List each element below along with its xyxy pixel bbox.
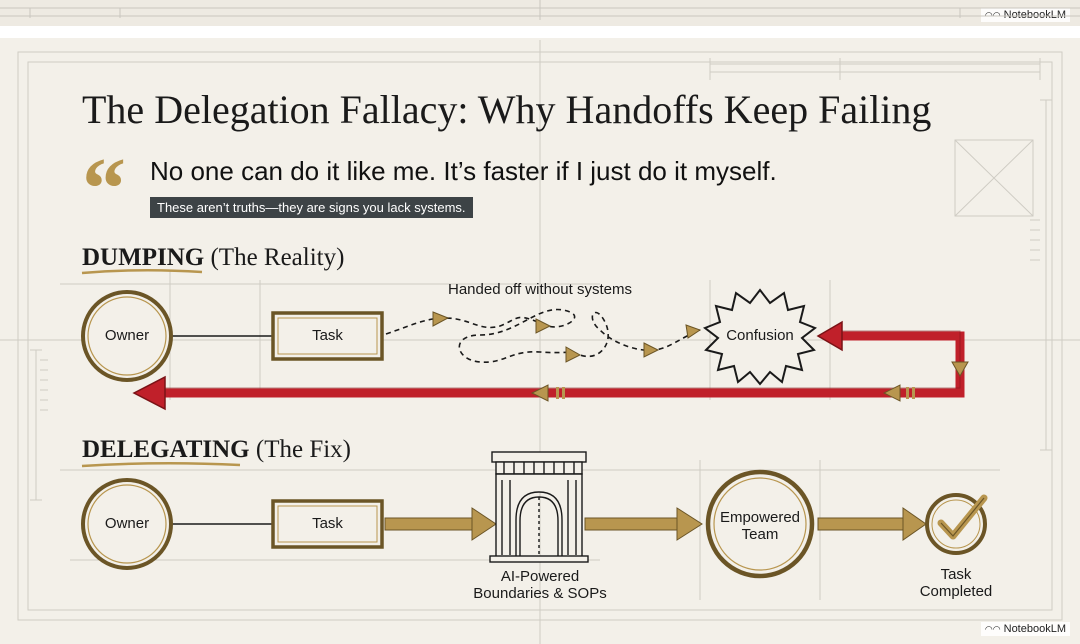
handoff-arrowhead-1	[432, 311, 450, 327]
archway-icon	[489, 451, 589, 563]
check-circle-icon	[925, 493, 988, 555]
badge-label: NotebookLM	[1003, 623, 1066, 635]
boundaries-line-2: Boundaries & SOPs	[473, 585, 607, 602]
boundaries-label: AI-Powered Boundaries & SOPs	[460, 568, 620, 602]
dump-owner-label: Owner	[104, 327, 150, 344]
team-line-2: Team	[741, 526, 779, 543]
slide-title: The Delegation Fallacy: Why Handoffs Kee…	[82, 87, 932, 132]
dumping-heading-bold: DUMPING	[82, 244, 205, 271]
team-label: Empowered Team	[710, 509, 810, 543]
quote-mark-icon: “	[82, 141, 126, 238]
red-loop-chevron-left-1	[882, 384, 901, 402]
handoff-note: Handed off without systems	[448, 281, 632, 298]
quote-note: These aren’t truths—they are signs you l…	[150, 197, 473, 218]
red-loop-chevron-left-2	[530, 384, 549, 402]
handoff-arrowhead-5	[685, 324, 702, 339]
handoff-arrowhead-3	[565, 346, 582, 363]
slide-gap	[0, 26, 1080, 38]
deleg-task-box	[271, 499, 384, 549]
confusion-label: Confusion	[726, 327, 794, 344]
badge-label: NotebookLM	[1003, 9, 1066, 21]
confusion-burst	[702, 288, 818, 386]
team-line-1: Empowered	[719, 509, 801, 526]
notebooklm-badge-bottom: ◠◠ NotebookLM	[980, 622, 1070, 636]
dump-owner-circle	[81, 290, 173, 382]
handoff-arrowhead-2	[535, 318, 552, 334]
team-circle	[705, 469, 815, 579]
top-strip-lines	[0, 0, 1080, 20]
notebooklm-logo-icon: ◠◠	[984, 9, 1001, 20]
handoff-arrowhead-4	[643, 342, 660, 358]
done-line-1: Task	[940, 566, 972, 583]
gold-flow-arrows	[384, 507, 927, 541]
dumping-heading-rest: (The Reality)	[210, 244, 345, 271]
red-arrowhead-confusion	[816, 320, 843, 352]
deleg-task-label: Task	[312, 515, 343, 532]
red-loop-chevron-down	[951, 361, 969, 378]
delegating-heading-rest: (The Fix)	[255, 436, 352, 463]
deleg-owner-label: Owner	[104, 515, 150, 532]
dump-task-label: Task	[312, 327, 343, 344]
deleg-owner-circle	[81, 478, 173, 570]
delegating-heading-bold: DELEGATING	[82, 436, 250, 463]
delegating-heading: DELEGATING (The Fix)	[82, 436, 351, 464]
delegating-underline	[81, 461, 241, 468]
notebooklm-logo-icon: ◠◠	[984, 623, 1001, 634]
red-arrowhead-owner	[132, 375, 166, 411]
dump-task-box	[271, 311, 384, 361]
done-line-2: Completed	[919, 583, 993, 600]
blueprint-frame	[0, 40, 1080, 644]
quote-text: No one can do it like me. It’s faster if…	[150, 156, 777, 186]
chaotic-handoff-path	[385, 308, 701, 363]
dumping-heading: DUMPING (The Reality)	[82, 244, 344, 272]
notebooklm-badge-top: ◠◠ NotebookLM	[980, 8, 1070, 22]
dumping-underline	[81, 268, 203, 275]
boundaries-line-1: AI-Powered	[500, 568, 580, 585]
done-label: Task Completed	[906, 566, 1006, 600]
